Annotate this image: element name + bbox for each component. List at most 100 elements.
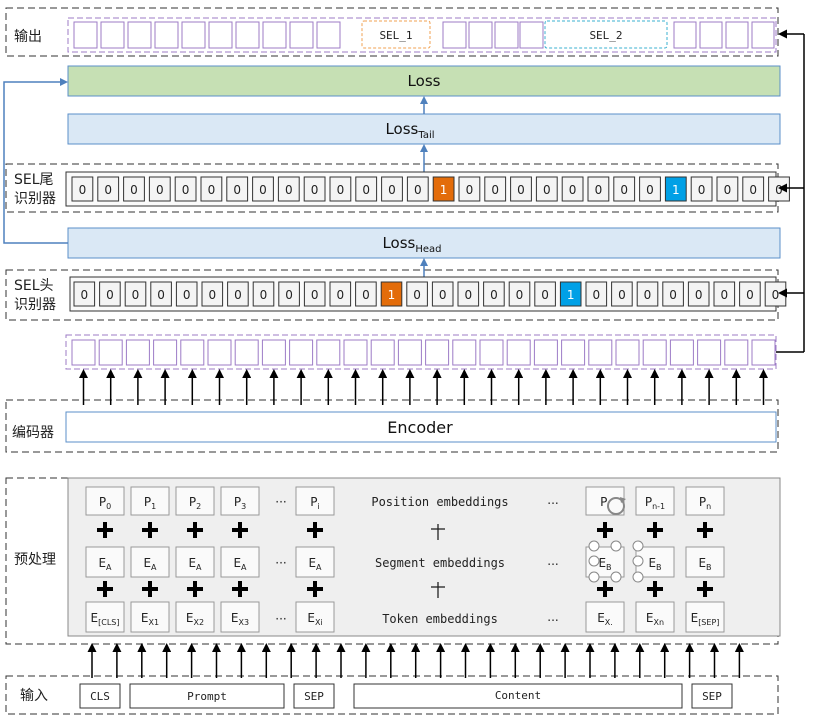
plus-icon — [647, 522, 663, 538]
token-embedding — [175, 601, 215, 633]
segment-embedding — [295, 546, 335, 578]
tail-vector-cell — [71, 176, 94, 202]
head-vector-cell — [611, 281, 633, 307]
encoder-output-cell — [724, 339, 749, 366]
tail-vector-value: 1 — [672, 183, 680, 197]
arrow-losshead-to-loss — [3, 78, 68, 244]
head-vector-value: 0 — [234, 288, 242, 302]
position-embedding — [220, 486, 260, 516]
head-vector-value: 0 — [720, 288, 728, 302]
head-vector-value: 0 — [157, 288, 165, 302]
segment-embedding — [85, 546, 125, 578]
tail-vector-cell — [690, 176, 713, 202]
encoder-output-cell — [207, 339, 232, 366]
encoder-output-cell — [561, 339, 586, 366]
encoder-output-cell — [669, 339, 694, 366]
head-vector-value: 0 — [80, 288, 88, 302]
output-cell — [289, 21, 314, 49]
tail-recognizer-label-line2: 识别器 — [14, 191, 56, 207]
encoder-output-cell — [234, 339, 259, 366]
plus-icon — [142, 522, 158, 538]
tail-vector-value: 0 — [646, 183, 654, 197]
head-vector-cell — [559, 281, 582, 307]
segment-embedding-label: EB — [648, 556, 661, 572]
plus-icon — [97, 522, 113, 538]
encoder-output-cell — [261, 339, 286, 366]
encoder-output-cell — [533, 339, 558, 366]
token-embeddings-label: Token embeddings — [382, 612, 498, 626]
loss-head-subscript: Head — [415, 244, 441, 255]
token-embedding — [585, 601, 625, 633]
tail-vector-value: 0 — [182, 183, 190, 197]
encoder-output-cells — [71, 339, 776, 366]
encoder-output-cell — [316, 339, 341, 366]
plus-icon — [187, 522, 203, 538]
input-sep1-box — [293, 683, 335, 709]
position-embedding — [295, 486, 335, 516]
encoder-output-cell — [697, 339, 722, 366]
head-vector-value: 0 — [490, 288, 498, 302]
head-vector-cell — [406, 281, 428, 307]
head-vector-value: 1 — [567, 288, 575, 302]
head-vector-cell — [227, 281, 249, 307]
plus-icon — [232, 522, 248, 538]
head-vector-value: 0 — [208, 288, 216, 302]
tail-vector-value: 0 — [337, 183, 345, 197]
tail-vector-value: 0 — [259, 183, 267, 197]
head-vector-cell — [636, 281, 659, 307]
tail-vector-value: 0 — [285, 183, 293, 197]
tail-vector-cell — [174, 176, 197, 202]
rotate-handle-icon — [607, 497, 626, 515]
output-cell — [494, 21, 519, 49]
token-embedding — [685, 601, 725, 633]
input-label: 输入 — [20, 688, 48, 704]
plus-icon — [597, 522, 613, 538]
selection-handles — [588, 540, 644, 583]
position-embedding — [585, 486, 625, 516]
sel1-label: SEL_1 — [379, 29, 412, 42]
tail-vector-value: 0 — [775, 183, 783, 197]
head-vector-cell — [329, 281, 352, 307]
tail-vector-cell — [561, 176, 584, 202]
tail-recognizer-label-line1: SEL尾 — [14, 172, 54, 188]
head-vector-value: 0 — [439, 288, 447, 302]
tail-vector-cell — [148, 176, 171, 202]
head-vector-value: 0 — [644, 288, 652, 302]
input-cls-label: CLS — [90, 690, 110, 703]
loss-tail-subscript: Tail — [417, 130, 434, 141]
head-recognizer-label-line2: 识别器 — [14, 297, 56, 313]
tail-vector-cell — [329, 176, 352, 202]
head-vector-value: 0 — [695, 288, 703, 302]
tail-vector-value: 1 — [440, 183, 448, 197]
head-vector-cell — [99, 281, 121, 307]
output-cell — [181, 21, 206, 49]
plus-icon — [597, 581, 613, 597]
input-frame — [5, 675, 779, 715]
encoder-output-frame — [65, 334, 777, 370]
tail-vector-cell — [303, 176, 326, 202]
sel2-span — [544, 20, 668, 49]
position-embedding-label: Pi — [310, 495, 319, 511]
output-cell — [316, 21, 341, 49]
tail-vector-cell — [742, 176, 765, 202]
head-vector-cell — [278, 281, 300, 307]
tail-vector-cell — [226, 176, 249, 202]
plus-icon — [647, 581, 663, 597]
output-cell — [100, 21, 125, 49]
output-sequence-frame — [67, 17, 777, 53]
encoder-output-cell — [452, 339, 477, 366]
plus-icon — [232, 581, 248, 597]
segment-embedding — [220, 546, 260, 578]
head-vector-value: 0 — [336, 288, 344, 302]
tail-vector-value: 0 — [466, 183, 474, 197]
encoder-output-cell — [615, 339, 640, 366]
loss-total-label: Loss — [408, 72, 441, 90]
tail-vector-value: 0 — [233, 183, 241, 197]
head-vector-value: 0 — [362, 288, 370, 302]
tail-vector-cell — [200, 176, 223, 202]
loss-head-label: LossHead — [382, 234, 441, 255]
segment-embedding-label: EB — [698, 556, 711, 572]
